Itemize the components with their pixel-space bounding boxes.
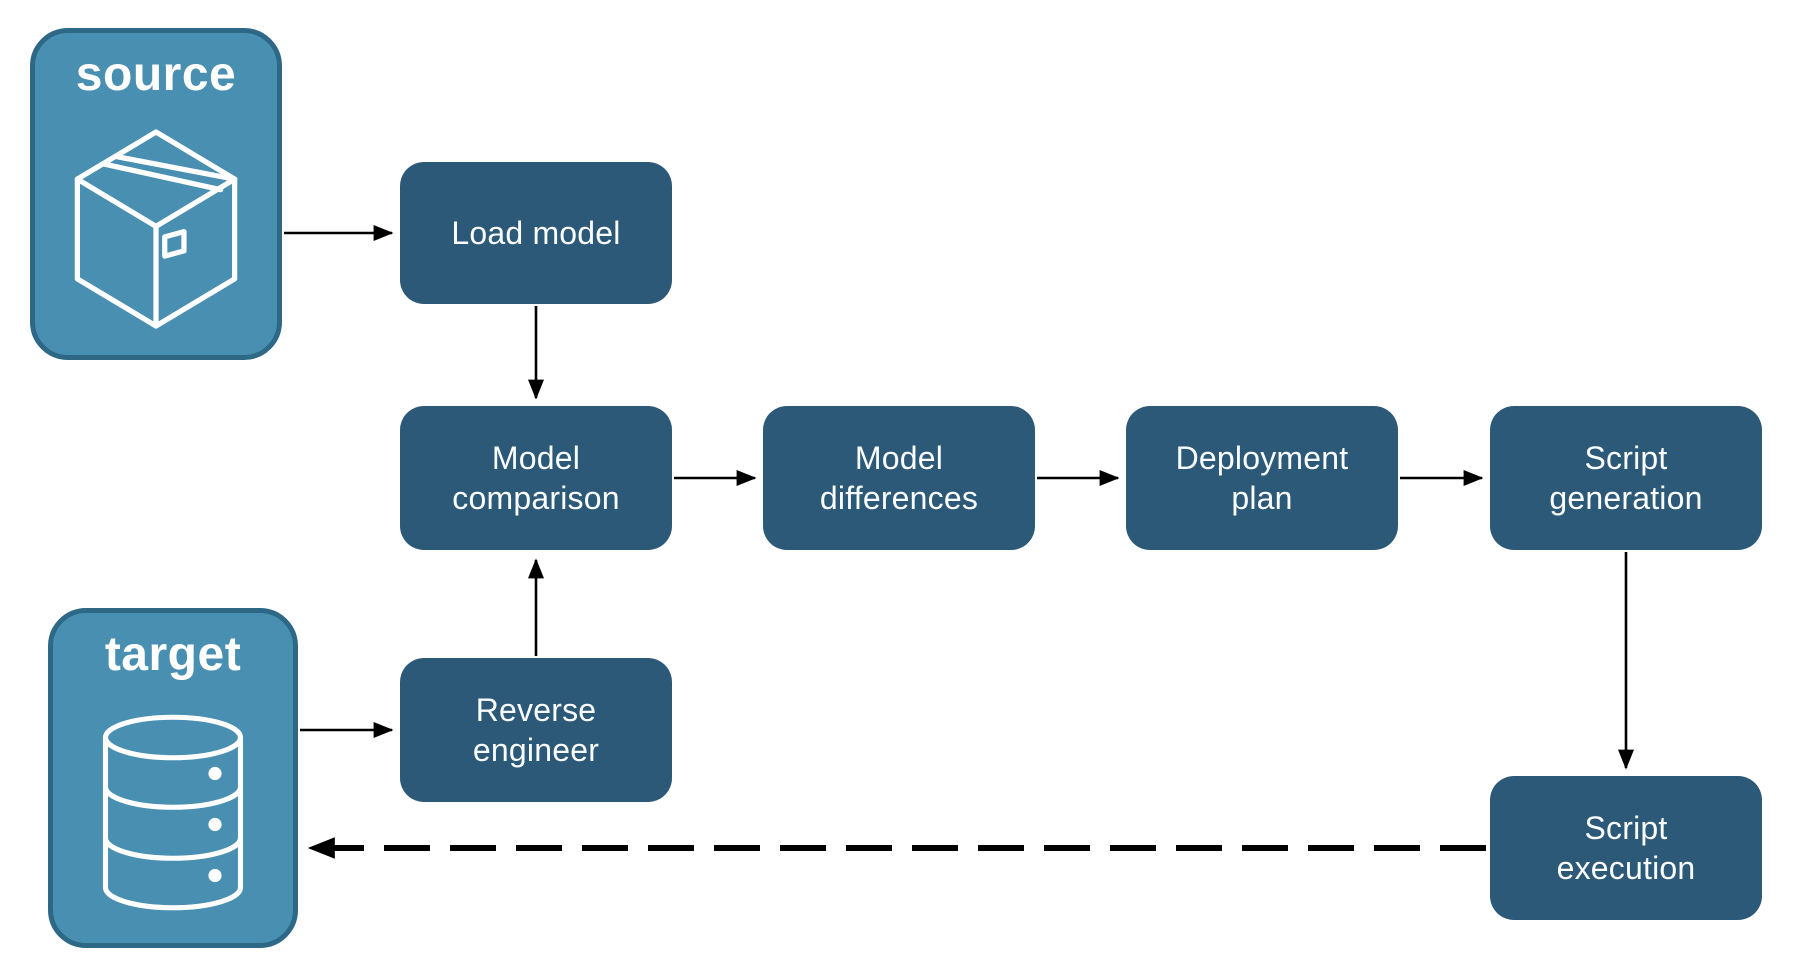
database-icon (102, 714, 244, 911)
source-label: source (75, 48, 237, 101)
node-script-execution-label: Script execution (1556, 809, 1696, 886)
node-model-differences: Model differences (763, 406, 1035, 550)
target-icon-wrap (53, 682, 293, 943)
node-deployment-plan-label: Deployment plan (1175, 439, 1349, 516)
node-script-execution: Script execution (1490, 776, 1762, 920)
target-container: target (48, 608, 298, 948)
node-load-model: Load model (400, 162, 672, 304)
node-script-generation-label: Script generation (1549, 439, 1703, 516)
node-model-differences-label: Model differences (819, 439, 979, 516)
node-model-comparison-label: Model comparison (452, 439, 620, 516)
node-reverse-engineer: Reverse engineer (400, 658, 672, 802)
node-deployment-plan: Deployment plan (1126, 406, 1398, 550)
source-container: source (30, 28, 282, 360)
package-icon (74, 128, 238, 329)
target-label: target (104, 628, 242, 681)
node-model-comparison: Model comparison (400, 406, 672, 550)
node-reverse-engineer-label: Reverse engineer (472, 691, 600, 768)
node-load-model-label: Load model (451, 214, 621, 251)
node-script-generation: Script generation (1490, 406, 1762, 550)
source-icon-wrap (35, 102, 277, 355)
